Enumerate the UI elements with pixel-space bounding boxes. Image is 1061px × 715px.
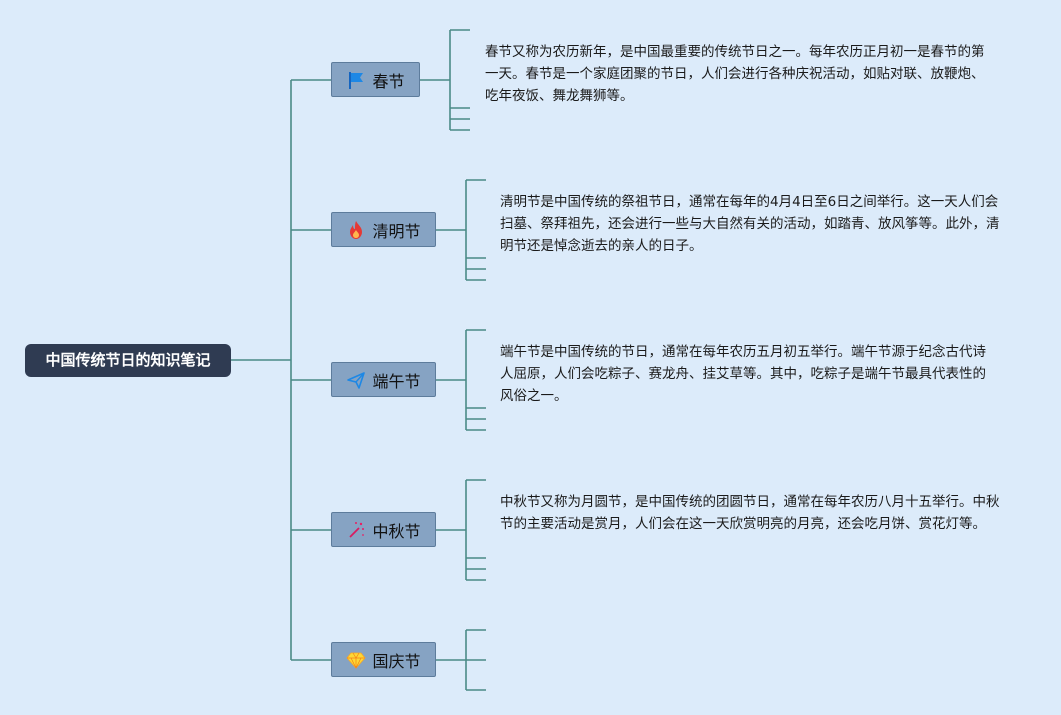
paper-plane-icon: [347, 371, 366, 389]
branch-label: 清明节: [372, 221, 421, 241]
branch-qingming[interactable]: 清明节: [331, 212, 436, 247]
flag-icon: [349, 71, 364, 89]
fire-icon: [350, 220, 363, 239]
root-topic[interactable]: 中国传统节日的知识笔记: [25, 344, 231, 377]
branch-dragon-boat[interactable]: 端午节: [331, 362, 436, 397]
note-mid-autumn: 中秋节又称为月圆节，是中国传统的团圆节日，通常在每年农历八月十五举行。中秋节的主…: [500, 494, 1000, 532]
diamond-icon: [346, 652, 367, 669]
branch-spring-festival[interactable]: 春节: [331, 62, 420, 97]
branch-label: 端午节: [372, 371, 421, 391]
branch-label: 春节: [372, 71, 405, 91]
magic-wand-icon: [349, 521, 365, 538]
branch-label: 国庆节: [372, 651, 421, 671]
note-qingming: 清明节是中国传统的祭祖节日，通常在每年的4月4日至6日之间举行。这一天人们会扫墓…: [500, 194, 1000, 254]
branch-label: 中秋节: [372, 521, 421, 541]
branch-mid-autumn[interactable]: 中秋节: [331, 512, 436, 547]
note-dragon-boat: 端午节是中国传统的节日，通常在每年农历五月初五举行。端午节源于纪念古代诗人屈原，…: [500, 344, 986, 404]
note-spring-festival: 春节又称为农历新年，是中国最重要的传统节日之一。每年农历正月初一是春节的第一天。…: [485, 44, 985, 104]
branch-national-day[interactable]: 国庆节: [331, 642, 436, 677]
